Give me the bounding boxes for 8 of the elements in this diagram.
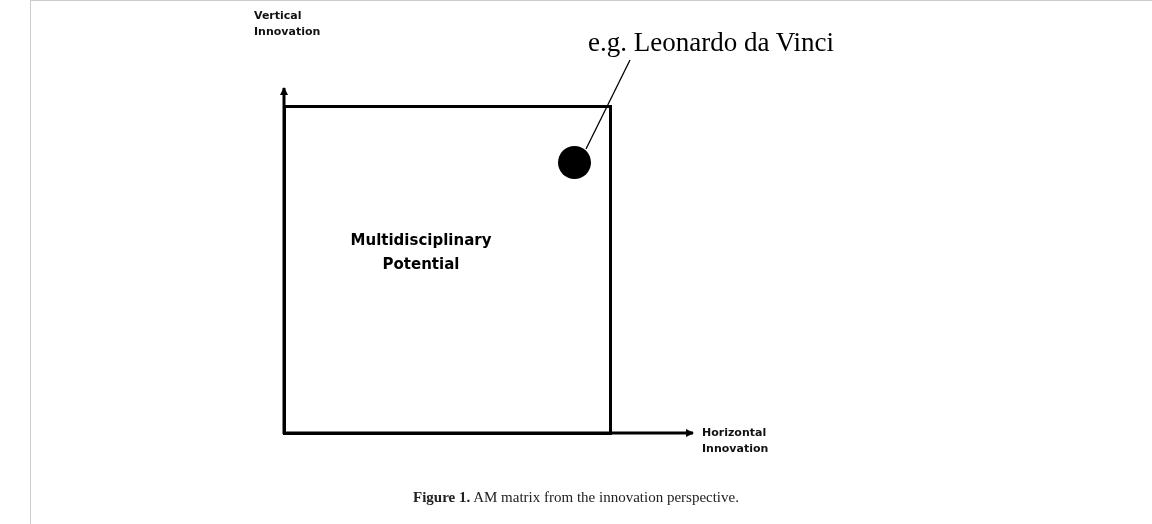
matrix-box bbox=[283, 105, 612, 435]
dot-marker bbox=[558, 146, 591, 179]
axis-label: Horizontal Innovation bbox=[702, 425, 770, 457]
leader-line bbox=[585, 59, 631, 150]
axis-label: Vertical Innovation bbox=[254, 8, 322, 40]
callout-text: e.g. Leonardo da Vinci bbox=[588, 22, 835, 62]
box-label: Multidisciplinary Potential bbox=[349, 230, 493, 275]
figure-caption: Figure 1. AM matrix from the innovation perspective. bbox=[413, 489, 739, 505]
